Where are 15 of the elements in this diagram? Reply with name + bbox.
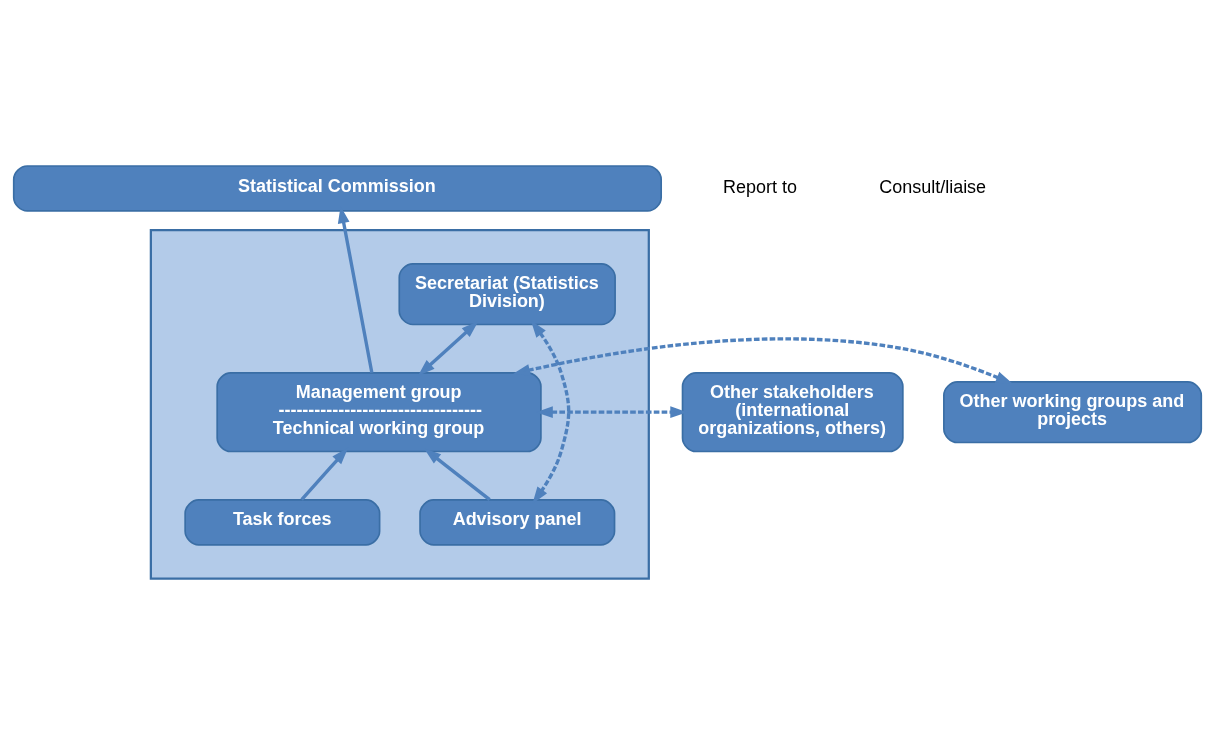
cluster: [149, 228, 650, 580]
legend-label: Consult/liaise: [879, 176, 987, 197]
node-box: Task forces: [184, 499, 381, 546]
node-box: Advisory panel: [419, 499, 616, 546]
node-box: Other stakeholders (international organizations, others): [681, 371, 904, 453]
node-box: Secretariat (Statistics Division): [398, 262, 616, 326]
arrow: [513, 337, 1013, 384]
node-box: Other working groups and projects: [943, 380, 1203, 444]
arrow: [300, 447, 349, 501]
node-box: Management group ---------------------------------- Technical working group: [216, 371, 542, 453]
node-box: Statistical Commission: [12, 165, 662, 212]
arrow: [418, 321, 479, 376]
legend-label: Report to: [722, 176, 797, 197]
arrow: [530, 320, 571, 504]
arrow: [424, 448, 491, 501]
